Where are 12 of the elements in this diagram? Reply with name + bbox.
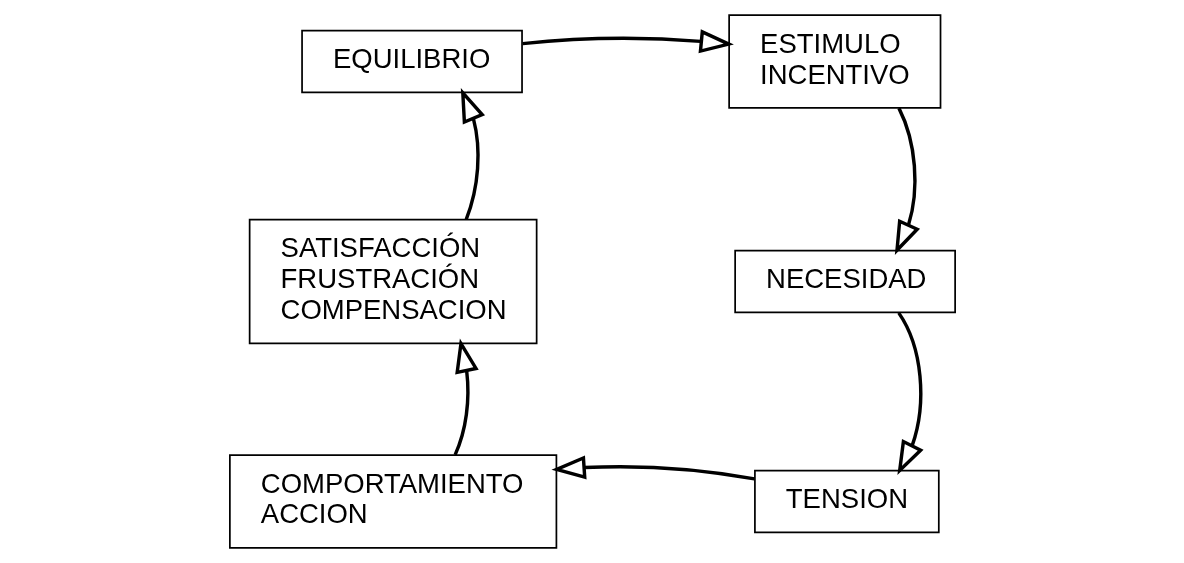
arrow <box>522 29 734 54</box>
node-box: TENSION <box>753 469 940 534</box>
arrow <box>550 455 755 481</box>
arrow <box>460 88 485 220</box>
node-box: EQUILIBRIO <box>300 29 523 94</box>
node-box: COMPORTAMIENTO ACCION <box>228 454 557 549</box>
node-box: SATISFACCIÓN FRUSTRACIÓN COMPENSACION <box>248 218 537 345</box>
node-box: ESTIMULO INCENTIVO <box>727 14 941 109</box>
arrow <box>453 338 479 456</box>
arrow <box>894 107 920 255</box>
arrow <box>896 311 924 476</box>
node-box: NECESIDAD <box>733 249 956 314</box>
